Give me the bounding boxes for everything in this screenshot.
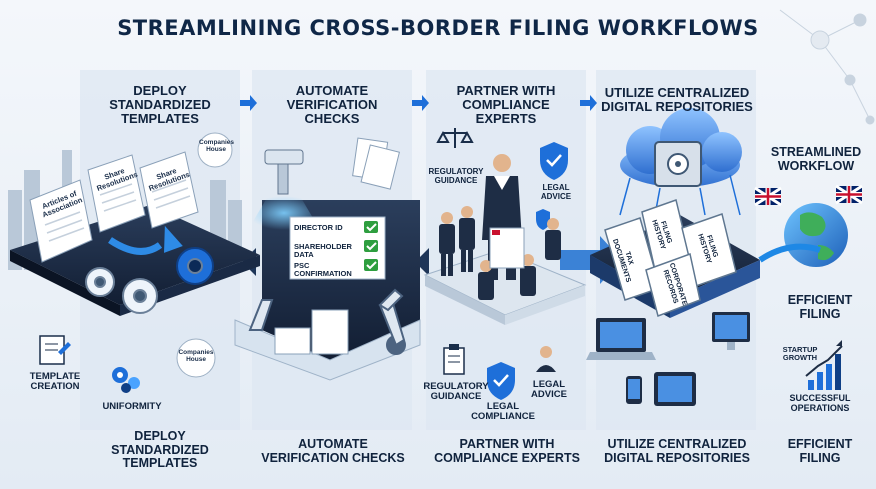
outcome-illustration [754, 184, 863, 390]
companies-house-label-bottom: Companies House [178, 349, 214, 364]
successful-operations-label: SUCCESSFUL OPERATIONS [789, 393, 851, 413]
shield-check-icon [536, 142, 568, 230]
legal-advice-label: LEGAL ADVICE [531, 379, 567, 401]
regulatory-guidance-label-top: REGULATORY GUIDANCE [428, 167, 484, 185]
monitor-icon [712, 312, 750, 350]
robot-arm-icon [248, 288, 406, 355]
document-icon [274, 327, 311, 355]
folder-icon [604, 199, 737, 317]
uniformity-gears-icon [112, 367, 140, 393]
arrow-icon [580, 95, 597, 111]
scales-icon [436, 128, 474, 148]
checklist-item-psc-confirmation: PSC CONFIRMATION [294, 261, 352, 279]
step-4-illustration [586, 108, 760, 406]
chevron-right-icon [415, 248, 429, 276]
companies-house-badge-top [197, 132, 233, 168]
step-1-illustration [10, 132, 260, 393]
step-3-illustration [423, 128, 587, 400]
regulatory-guidance-label: REGULATORY GUIDANCE [423, 381, 489, 403]
laptop-icon [586, 318, 656, 360]
shield-check-icon [487, 362, 515, 400]
arrow-icon [758, 243, 821, 263]
step-3-footer: PARTNER WITH COMPLIANCE EXPERTS [434, 437, 580, 465]
uniformity-label: UNIFORMITY [102, 401, 162, 412]
step-4-heading: UTILIZE CENTRALIZED DIGITAL REPOSITORIES [601, 85, 753, 115]
companies-house-label-top: Companies House [199, 139, 235, 154]
step-2-illustration [234, 137, 421, 381]
globe-icon [784, 203, 848, 267]
check-icon [364, 221, 378, 271]
growth-chart-icon [805, 340, 843, 390]
template-creation-label: TEMPLATE CREATION [29, 371, 81, 393]
document-icon [29, 151, 199, 263]
step-2-heading: AUTOMATE VERIFICATION CHECKS [286, 83, 378, 127]
step-2-footer: AUTOMATE VERIFICATION CHECKS [261, 437, 405, 465]
arrow-icon [240, 95, 257, 111]
safe-icon [654, 141, 702, 187]
network-decoration [779, 9, 875, 125]
base-platform [234, 319, 421, 381]
step-4-footer: UTILIZE CENTRALIZED DIGITAL REPOSITORIES [604, 437, 750, 465]
efficient-filing-label: EFFICIENT FILING [787, 293, 853, 321]
arrow-icon [108, 237, 163, 255]
uk-flag-icon [754, 184, 863, 207]
checklist-item-shareholder-data: SHAREHOLDER DATA [294, 242, 352, 260]
page-title: STREAMLINING CROSS-BORDER FILING WORKFLO… [117, 16, 759, 40]
outcome-footer: EFFICIENT FILING [787, 437, 853, 465]
startup-growth-label: STARTUP GROWTH [782, 345, 818, 363]
legal-advice-label-top: LEGAL ADVICE [540, 183, 572, 201]
tablet-icon [654, 372, 696, 406]
companies-house-badge-bottom [176, 338, 216, 378]
arrow-icon [412, 95, 429, 111]
clipboard-icon [443, 344, 465, 375]
document-icon [311, 309, 349, 355]
phone-icon [626, 376, 642, 404]
streamlined-workflow-label: STREAMLINED WORKFLOW [770, 145, 862, 173]
legal-compliance-label: LEGAL COMPLIANCE [471, 401, 535, 423]
step-1-heading: DEPLOY STANDARDIZED TEMPLATES [109, 83, 211, 127]
step-3-heading: PARTNER WITH COMPLIANCE EXPERTS [456, 83, 556, 127]
advisor-person-icon [536, 346, 556, 372]
template-doc-icon [39, 335, 71, 365]
checklist-item-director-id: DIRECTOR ID [294, 223, 343, 232]
paper-stack-icon [352, 137, 400, 190]
gear-icon [85, 247, 214, 314]
step-1-footer: DEPLOY STANDARDIZED TEMPLATES [111, 429, 209, 470]
